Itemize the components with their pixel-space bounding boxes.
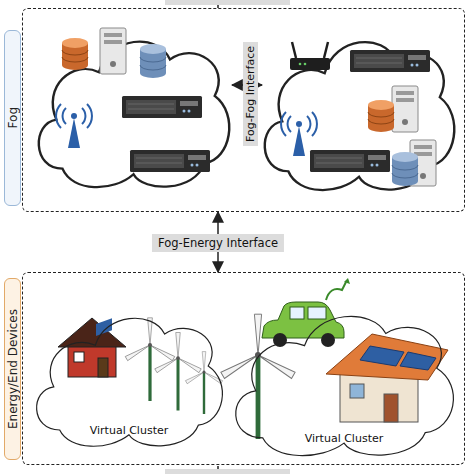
illustration-part	[140, 44, 166, 78]
layer-name: Fog	[6, 107, 20, 128]
layer-name: Energy/End Devices	[6, 309, 20, 429]
illustration-part	[326, 334, 448, 380]
illustration-part	[100, 28, 126, 74]
illustration-part	[368, 100, 394, 132]
house-left	[58, 318, 126, 377]
illustration-part	[360, 346, 404, 366]
house-right	[326, 334, 448, 422]
virtual-cluster-cloud: Virtual Cluster	[228, 290, 460, 464]
illustration-part	[155, 333, 201, 411]
illustration-part	[96, 318, 112, 336]
cutoff-label-box	[165, 469, 290, 474]
illustration-part	[392, 86, 418, 132]
illustration-part	[265, 42, 455, 190]
electric-car	[262, 278, 350, 347]
fog-cloud-left	[39, 28, 229, 187]
illustration-part	[122, 96, 202, 118]
illustration-part	[265, 42, 455, 190]
illustration-part	[400, 352, 436, 370]
interface-label-text: Fog-Fog Interface	[244, 46, 257, 142]
illustration-part	[326, 282, 346, 300]
illustration-part	[350, 50, 430, 72]
illustration-part	[130, 150, 210, 172]
illustration-part	[310, 150, 390, 172]
fog-cloud-right	[265, 42, 455, 190]
cutoff-label-box	[165, 0, 290, 5]
illustration-part	[384, 394, 398, 422]
illustration-part	[74, 352, 84, 362]
virtual-cluster-cloud: Virtual Cluster	[30, 294, 228, 454]
cluster-name: Virtual Cluster	[228, 432, 460, 445]
illustration-part	[68, 345, 116, 377]
interface-label: Fog-Energy Interface	[152, 234, 284, 252]
illustration-part	[321, 333, 335, 347]
illustration-part	[125, 318, 175, 401]
illustration-part	[308, 307, 326, 319]
illustration-part	[56, 104, 92, 148]
layer-tab: Energy/End Devices	[4, 278, 21, 460]
illustration-part	[290, 307, 304, 319]
illustration-part	[281, 112, 317, 156]
cutoff-arrow	[217, 466, 219, 469]
illustration-part	[290, 42, 330, 70]
cluster-name: Virtual Cluster	[30, 424, 228, 437]
illustration-part	[98, 358, 108, 377]
layer-band: Virtual ClusterVirtual Cluster	[22, 272, 465, 465]
illustration-part	[344, 278, 350, 284]
layer-tab: Fog	[4, 30, 21, 206]
interface-label: Fog-Fog Interface	[243, 42, 258, 146]
illustration-part	[62, 38, 88, 70]
illustration-part	[185, 352, 222, 414]
illustration-part	[350, 384, 364, 398]
illustration-part	[392, 152, 418, 186]
